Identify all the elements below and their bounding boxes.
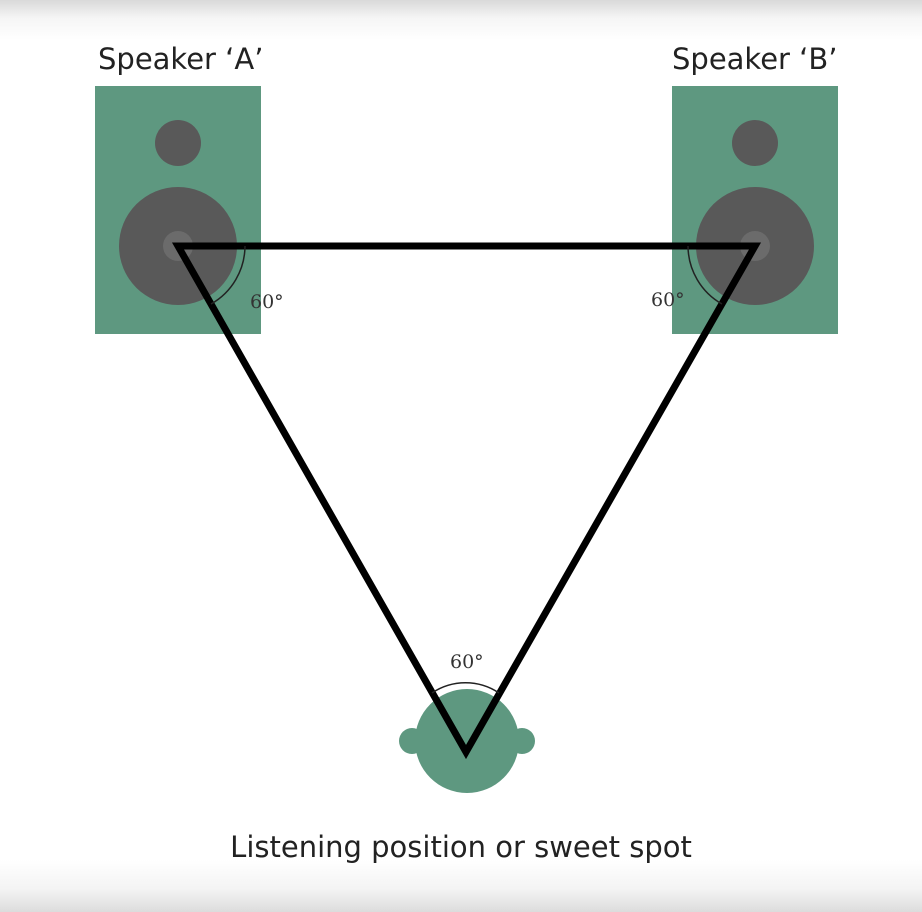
speaker-b-tweeter bbox=[732, 120, 778, 166]
speaker-a-angle-arc bbox=[210, 245, 246, 305]
listener-angle-arc bbox=[431, 682, 500, 694]
speaker-a-label: Speaker ‘A’ bbox=[98, 42, 264, 76]
listener-face bbox=[415, 689, 519, 793]
sweet-spot-caption: Listening position or sweet spot bbox=[230, 830, 692, 864]
speaker-a bbox=[95, 86, 261, 334]
listening-triangle bbox=[171, 242, 762, 760]
speaker-a-angle-label: 60° bbox=[250, 291, 284, 313]
speaker-b-label: Speaker ‘B’ bbox=[672, 42, 838, 76]
listener-head bbox=[399, 689, 535, 793]
speaker-a-tweeter bbox=[155, 120, 201, 166]
speaker-b-angle-arc bbox=[687, 245, 723, 305]
speaker-b bbox=[672, 86, 838, 334]
listener-angle-label: 60° bbox=[450, 651, 484, 673]
speaker-b-angle-label: 60° bbox=[651, 289, 685, 311]
